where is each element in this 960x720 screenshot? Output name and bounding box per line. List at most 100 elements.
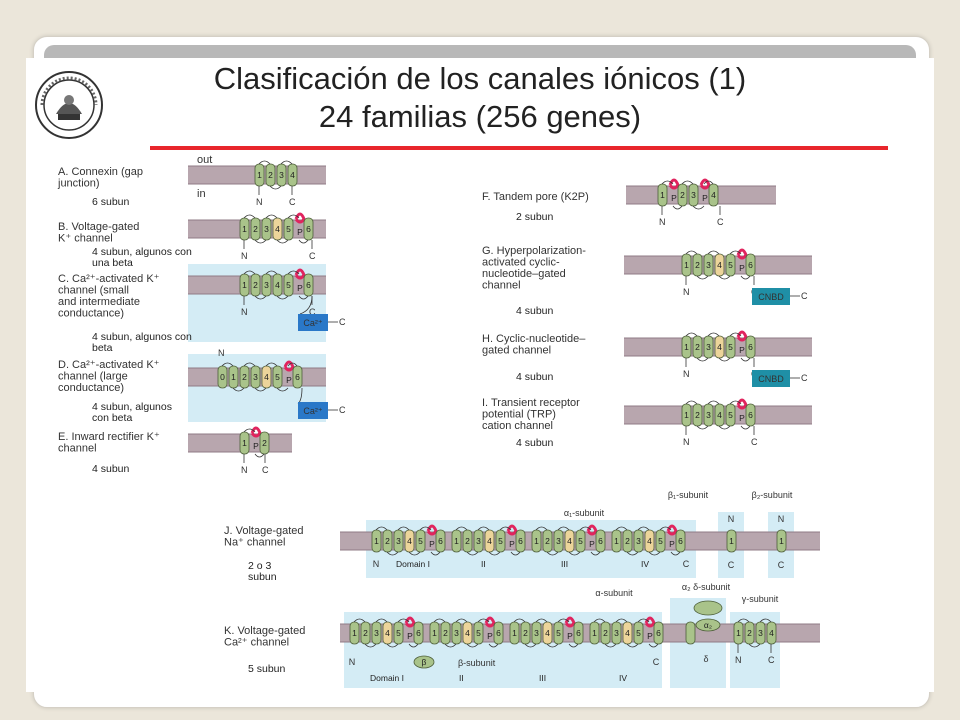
family-label-line: gated channel: [482, 345, 551, 357]
segment-label: 2: [695, 260, 700, 270]
segment-label: 3: [636, 536, 641, 546]
pore-loop: [250, 426, 262, 438]
n-terminus-label: N: [659, 217, 666, 227]
family-label-line: B. Voltage-gated: [58, 221, 139, 233]
c-terminus-label: C: [653, 657, 660, 667]
cnbd-box-label: CNBD: [758, 374, 784, 384]
connecting-loop: [615, 618, 628, 623]
connecting-loop: [287, 270, 300, 275]
beta-subunit-blob: [413, 655, 435, 669]
connecting-loop: [579, 526, 592, 531]
connecting-loop: [287, 362, 298, 367]
connecting-loop: [258, 160, 271, 165]
pore-loop: [484, 616, 496, 628]
connecting-loop: [546, 551, 559, 556]
segment-label: 6: [598, 536, 603, 546]
segment-label: 4: [711, 190, 716, 200]
connecting-loop: [375, 618, 388, 623]
segment-label: 2: [680, 190, 685, 200]
segment-label: 3: [706, 260, 711, 270]
title-underline: [150, 146, 888, 150]
connecting-loop: [535, 526, 548, 531]
segment-label: 1: [432, 628, 437, 638]
family-label-line: J. Voltage-gated: [224, 525, 304, 537]
connecting-loop: [707, 332, 720, 337]
connecting-loop: [466, 643, 479, 648]
segment-label: 1: [242, 438, 247, 448]
family-label-line: F. Tandem pore (K2P): [482, 191, 589, 203]
connecting-loop: [477, 618, 490, 623]
connecting-loop: [648, 551, 661, 556]
segment-label: 3: [556, 536, 561, 546]
pore-loop: [404, 616, 416, 628]
connecting-loop: [740, 425, 751, 430]
segment-label: 1: [779, 536, 784, 546]
pore-loop: [283, 360, 295, 372]
segment-label: 1: [352, 628, 357, 638]
segment-label: 1: [374, 536, 379, 546]
connecting-loop: [243, 362, 256, 367]
segment-label: 2: [747, 628, 752, 638]
connecting-loop: [254, 295, 267, 300]
family-label-line: E. Inward rectifier K⁺: [58, 431, 160, 443]
ca-alpha2delta-label: α₂ δ-subunit: [682, 582, 731, 592]
connecting-loop: [626, 551, 639, 556]
connecting-loop: [718, 275, 731, 280]
subunit-note: con beta: [92, 412, 132, 424]
c-terminus-label: C: [683, 559, 690, 569]
family-label-line: and intermediate: [58, 296, 140, 308]
segment-label: 1: [534, 536, 539, 546]
segment-label: 3: [253, 372, 258, 382]
c-terminus-label: C: [339, 405, 346, 415]
beta-symbol: β: [422, 657, 427, 667]
segment-label: 4: [717, 410, 722, 420]
n-terminus-label: N: [778, 514, 785, 524]
helix-segment: [303, 273, 314, 297]
alpha2-label: α₂: [704, 620, 712, 630]
segment-label: 5: [728, 342, 733, 352]
segment-label: 2: [363, 628, 368, 638]
segment-label: 3: [396, 536, 401, 546]
segment-label: 5: [556, 628, 561, 638]
helix-segment: [435, 529, 446, 553]
beta-helix: [776, 529, 787, 553]
connecting-loop: [685, 250, 698, 255]
segment-label: 6: [656, 628, 661, 638]
segment-label: 6: [518, 536, 523, 546]
segment-label: 2: [465, 536, 470, 546]
family-label-line: conductance): [58, 308, 124, 320]
connecting-loop: [696, 357, 709, 362]
segment-label: 6: [748, 260, 753, 270]
segment-label: 4: [717, 342, 722, 352]
segment-label: 5: [418, 536, 423, 546]
connecting-loop: [661, 180, 674, 185]
alpha2-blob: [693, 600, 723, 616]
in-label: in: [197, 188, 206, 200]
segment-label: 2: [253, 224, 258, 234]
segment-label: 1: [231, 372, 236, 382]
delta-helix: [685, 621, 696, 645]
subunit-note: 4 subun: [516, 371, 554, 383]
helix-segment: [303, 217, 314, 241]
segment-label: 1: [684, 410, 689, 420]
connecting-loop: [748, 643, 761, 648]
connecting-loop: [375, 526, 388, 531]
segment-label: 5: [578, 536, 583, 546]
segment-label: 5: [286, 280, 291, 290]
segment-label: 6: [295, 372, 300, 382]
segment-label: P: [407, 631, 413, 641]
segment-label: 3: [706, 342, 711, 352]
connecting-loop: [280, 160, 293, 165]
connecting-loop: [243, 214, 256, 219]
segment-label: 2: [695, 410, 700, 420]
segment-label: 2: [443, 628, 448, 638]
segment-label: 1: [736, 628, 741, 638]
family-label-line: G. Hyperpolarization-: [482, 245, 586, 257]
segment-label: 5: [636, 628, 641, 638]
connecting-loop: [254, 387, 267, 392]
connecting-loop: [265, 214, 278, 219]
segment-label: 3: [758, 628, 763, 638]
pore-loop: [426, 524, 438, 536]
